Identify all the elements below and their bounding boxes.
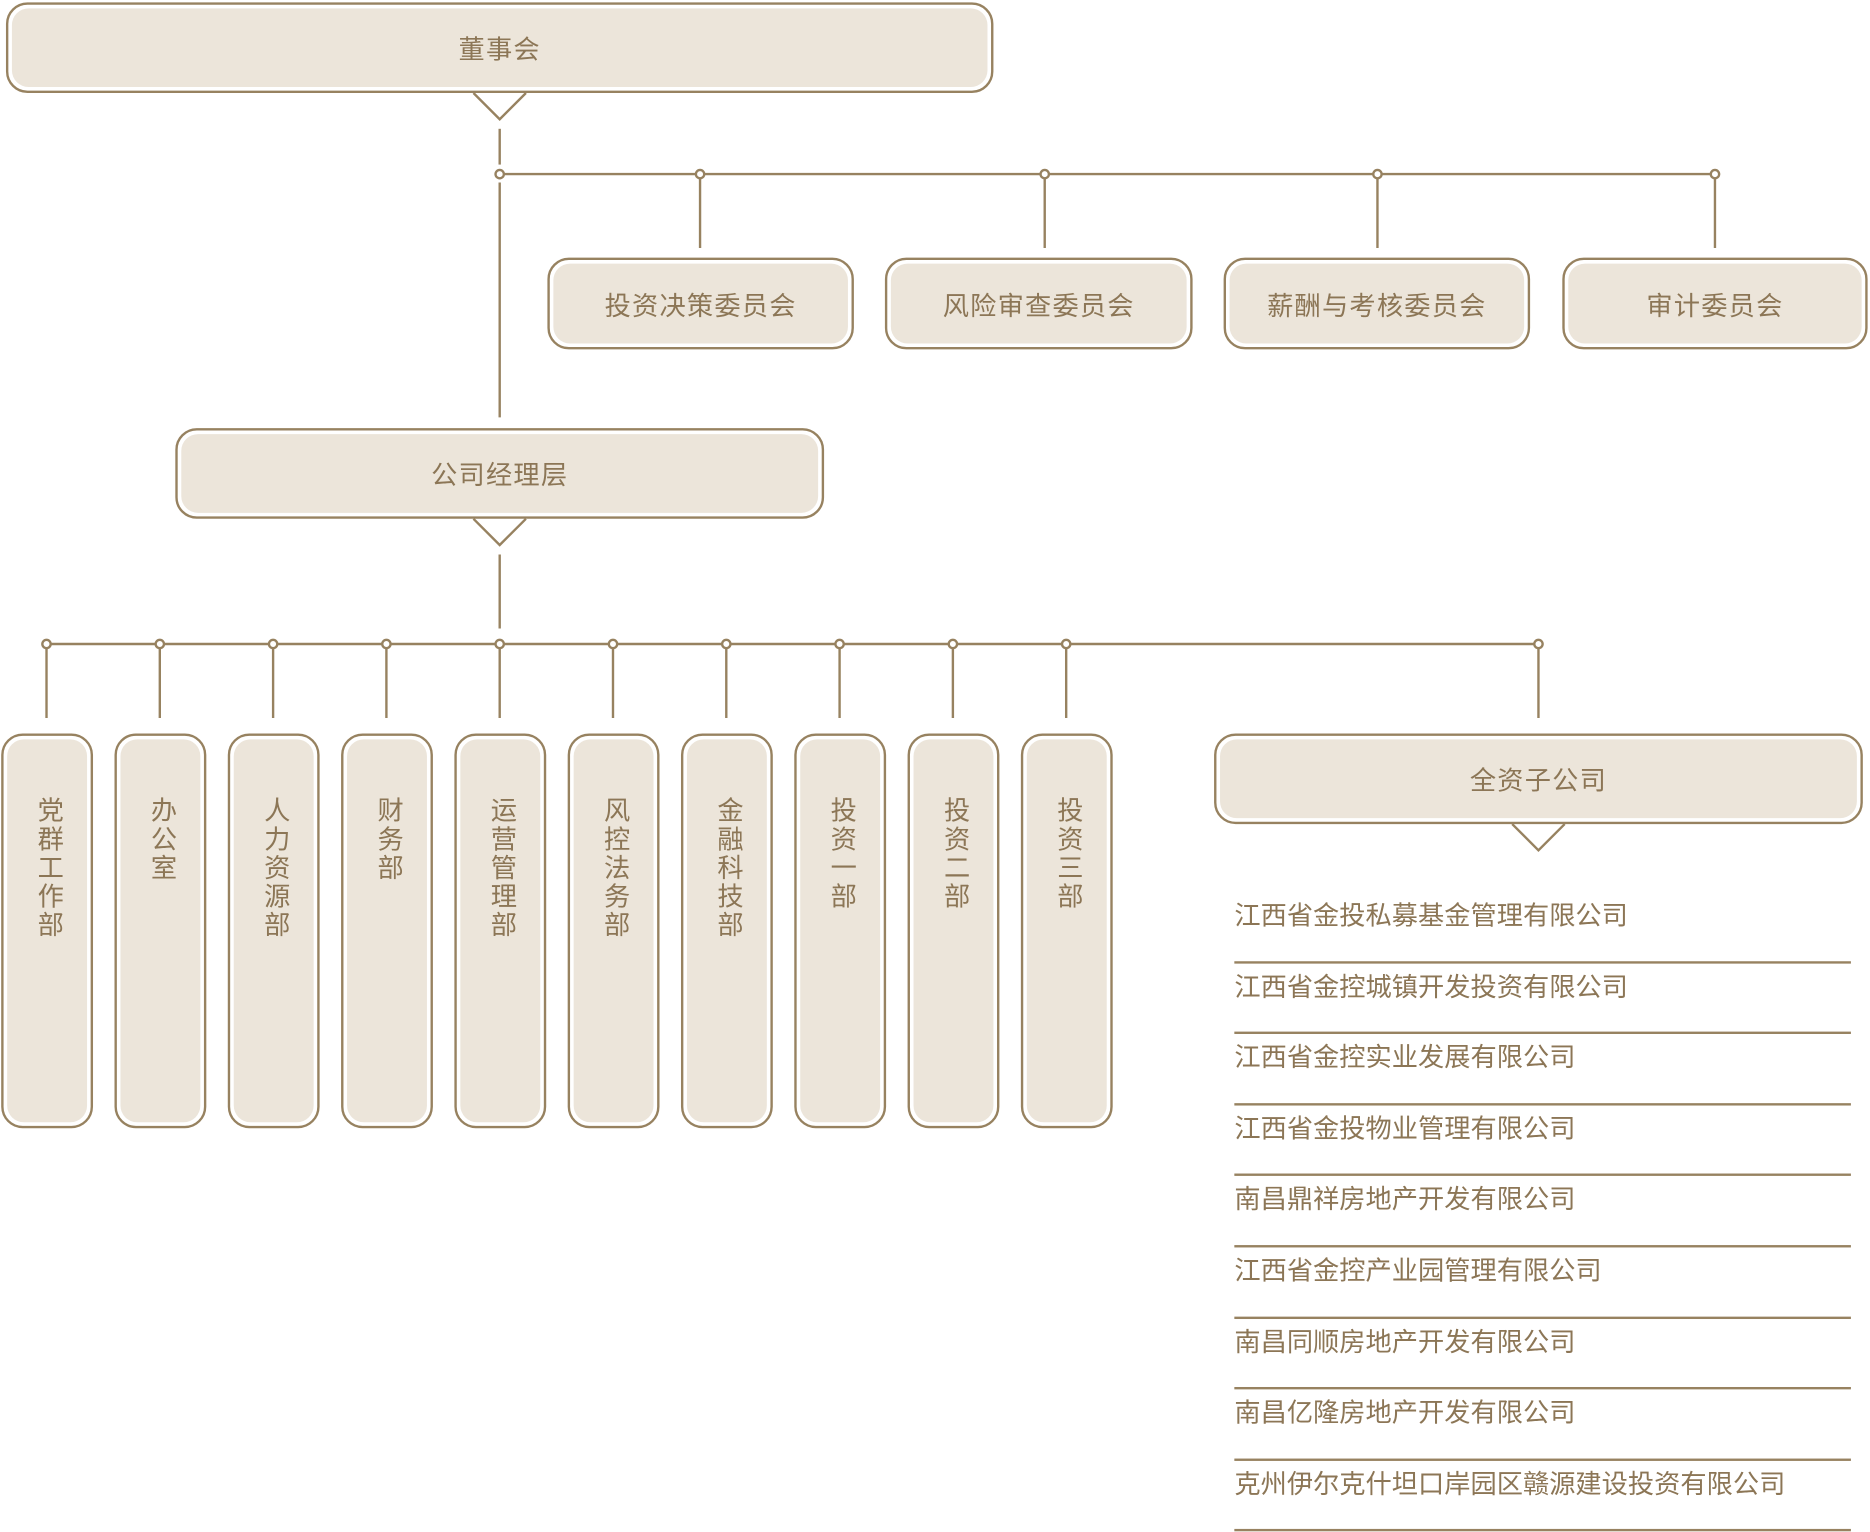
subsidiary-list: 江西省金投私募基金管理有限公司 江西省金控城镇开发投资有限公司 江西省金控实业发… [1234, 892, 1851, 1532]
subsidiary-item: 江西省金控实业发展有限公司 [1234, 1034, 1851, 1106]
subsidiaries-box: 全资子公司 [1214, 733, 1863, 825]
subsidiary-item: 江西省金投私募基金管理有限公司 [1234, 892, 1851, 964]
subsidiary-item: 江西省金控产业园管理有限公司 [1234, 1247, 1851, 1319]
committee-label: 投资决策委员会 [553, 263, 848, 344]
department-box: 人力资源部 [227, 733, 320, 1129]
subsidiary-notch [1511, 823, 1566, 853]
subsidiary-item: 南昌同顺房地产开发有限公司 [1234, 1318, 1851, 1390]
department-box: 运营管理部 [454, 733, 547, 1129]
committee-connectors [694, 168, 1721, 249]
subsidiary-item: 南昌鼎祥房地产开发有限公司 [1234, 1176, 1851, 1248]
department-label: 人力资源部 [259, 796, 290, 940]
committee-label: 薪酬与考核委员会 [1229, 263, 1525, 344]
committee-risk: 风险审查委员会 [884, 257, 1193, 350]
department-label: 金融科技部 [712, 796, 743, 940]
management-box: 公司经理层 [175, 428, 825, 519]
department-label: 风控法务部 [599, 796, 630, 940]
committee-label: 审计委员会 [1568, 263, 1862, 344]
department-box: 金融科技部 [680, 733, 773, 1129]
department-label: 运营管理部 [485, 796, 516, 940]
department-box: 党群工作部 [1, 733, 94, 1129]
management-label: 公司经理层 [181, 434, 819, 513]
department-connectors [41, 638, 1544, 718]
department-label: 投资三部 [1052, 796, 1083, 912]
subsidiary-item: 江西省金投物业管理有限公司 [1234, 1105, 1851, 1177]
board-label: 董事会 [11, 8, 988, 88]
committee-label: 风险审查委员会 [890, 263, 1187, 344]
management-notch [472, 517, 527, 547]
department-label: 党群工作部 [32, 796, 63, 940]
department-box: 投资一部 [794, 733, 887, 1129]
subsidiary-item: 南昌亿隆房地产开发有限公司 [1234, 1390, 1851, 1461]
committee-investment: 投资决策委员会 [547, 257, 854, 350]
department-box: 办公室 [114, 733, 207, 1129]
department-label: 办公室 [146, 796, 176, 883]
board-box: 董事会 [5, 2, 994, 94]
department-box: 财务部 [341, 733, 433, 1129]
subsidiary-item: 克州伊尔克什坦口岸园区赣源建设投资有限公司 [1234, 1461, 1851, 1532]
department-box: 投资三部 [1020, 733, 1113, 1129]
subsidiary-item: 江西省金控城镇开发投资有限公司 [1234, 963, 1851, 1035]
committee-compensation: 薪酬与考核委员会 [1223, 257, 1531, 350]
department-label: 投资二部 [939, 796, 969, 912]
board-notch [472, 92, 527, 121]
department-box: 投资二部 [907, 733, 1000, 1129]
subsidiaries-title: 全资子公司 [1220, 739, 1857, 819]
department-label: 财务部 [372, 796, 403, 883]
department-box: 风控法务部 [567, 733, 660, 1129]
department-label: 投资一部 [825, 796, 856, 912]
committee-audit: 审计委员会 [1562, 257, 1868, 350]
